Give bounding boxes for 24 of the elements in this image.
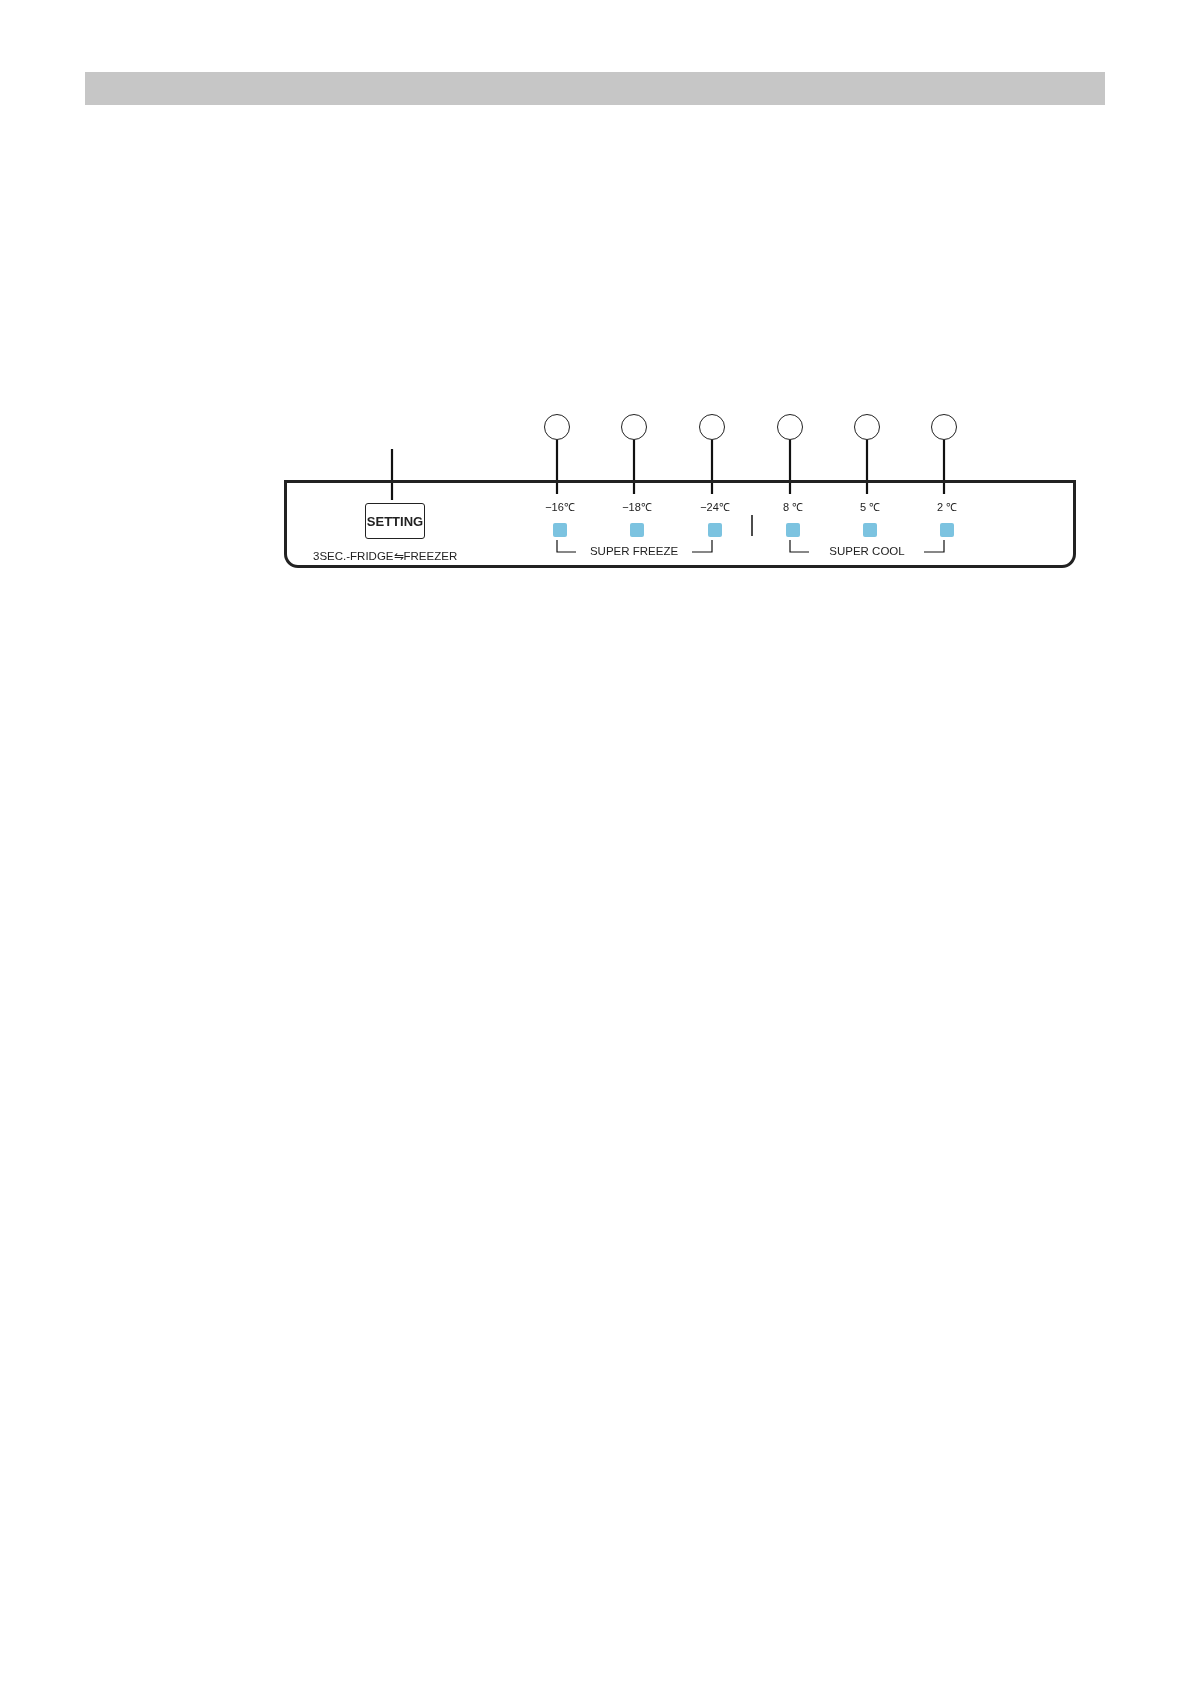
- group-label: SUPER COOL: [828, 545, 906, 557]
- leader-line: [942, 440, 946, 494]
- callout-circle: [777, 414, 803, 440]
- temperature-label: 2 ℃: [935, 500, 959, 514]
- temperature-label: −18℃: [621, 500, 653, 514]
- button-caption: 3SEC.-FRIDGE⇋FREEZER: [313, 549, 458, 563]
- callout-circle: [544, 414, 570, 440]
- leader-line: [555, 440, 559, 494]
- leader-line: [632, 440, 636, 494]
- leader-line: [865, 440, 869, 494]
- temperature-label: 5 ℃: [858, 500, 882, 514]
- callout-circle: [854, 414, 880, 440]
- setting-button: SETTING: [365, 503, 425, 539]
- temperature-label: −16℃: [544, 500, 576, 514]
- leader-line: [788, 440, 792, 494]
- group-label: SUPER FREEZE: [588, 545, 680, 557]
- control-panel: [284, 480, 1076, 568]
- leader-line: [390, 449, 394, 500]
- temperature-label: 8 ℃: [781, 500, 805, 514]
- callout-circle: [699, 414, 725, 440]
- callout-circle: [621, 414, 647, 440]
- leader-line: [710, 440, 714, 494]
- callout-circle: [931, 414, 957, 440]
- temperature-label: −24℃: [699, 500, 731, 514]
